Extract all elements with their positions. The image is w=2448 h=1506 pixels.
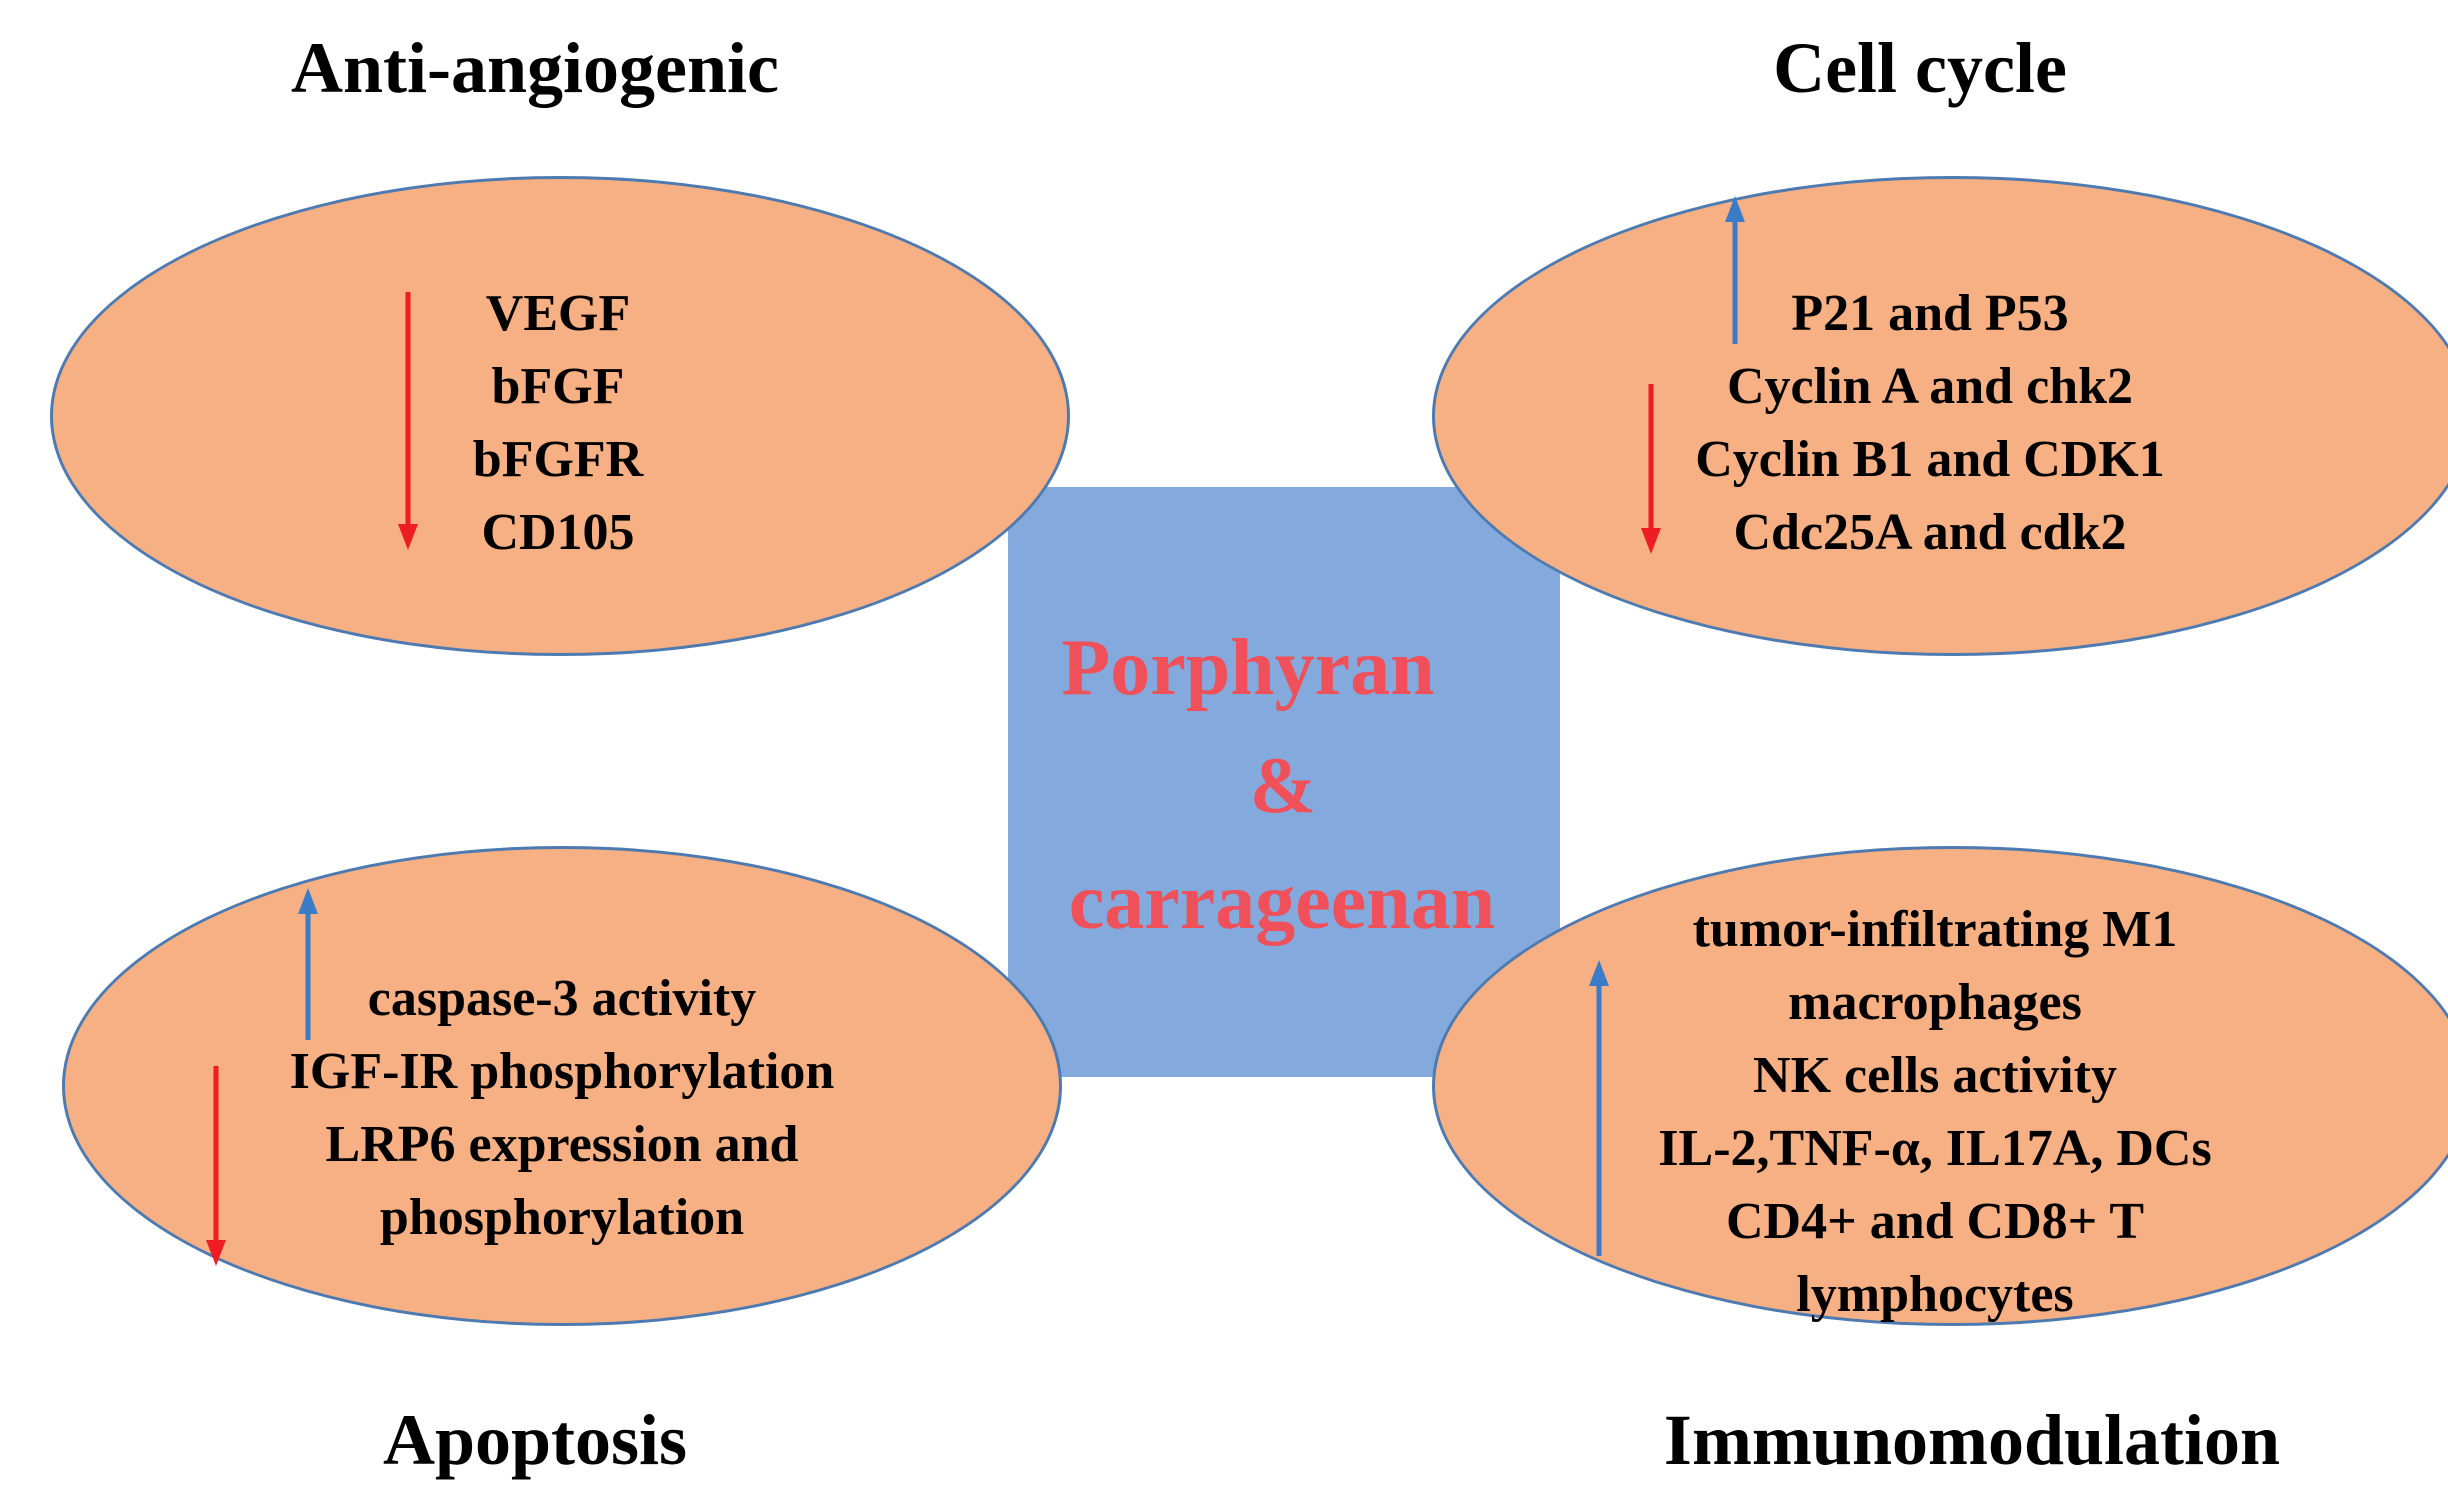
anti-angiogenic-item: CD105 bbox=[481, 504, 635, 561]
immunomodulation-item: tumor-infiltrating M1 bbox=[1692, 901, 2178, 958]
cell-cycle-item: Cdc25A and cdk2 bbox=[1733, 504, 2127, 561]
anti-angiogenic-item: bFGFR bbox=[472, 431, 644, 488]
center-box bbox=[1008, 487, 1560, 1077]
apoptosis-heading: Apoptosis bbox=[382, 1400, 688, 1480]
immunomodulation-item: lymphocytes bbox=[1796, 1266, 2074, 1323]
cell-cycle-ellipse bbox=[1432, 176, 2448, 656]
center-title-ampersand: & bbox=[1249, 742, 1317, 830]
immunomodulation-item: macrophages bbox=[1788, 974, 2082, 1031]
immunomodulation-item: CD4+ and CD8+ T bbox=[1725, 1193, 2145, 1250]
cell-cycle-heading: Cell cycle bbox=[1773, 28, 2067, 108]
cell-cycle-item: Cyclin A and chk2 bbox=[1726, 358, 2134, 415]
anti-angiogenic-ellipse bbox=[50, 176, 1070, 656]
apoptosis-item: IGF-IR phosphorylation bbox=[289, 1043, 835, 1100]
cell-cycle-item: P21 and P53 bbox=[1791, 285, 2069, 342]
anti-angiogenic-item: VEGF bbox=[485, 285, 631, 342]
apoptosis-item: LRP6 expression and bbox=[325, 1116, 799, 1173]
apoptosis-item: caspase-3 activity bbox=[367, 970, 757, 1027]
immunomodulation-heading: Immunomodulation bbox=[1663, 1400, 2281, 1480]
cell-cycle-item: Cyclin B1 and CDK1 bbox=[1695, 431, 2165, 488]
anti-angiogenic-item: bFGF bbox=[491, 358, 625, 415]
anti-angiogenic-heading: Anti-angiogenic bbox=[290, 28, 780, 108]
immunomodulation-item: NK cells activity bbox=[1753, 1047, 2117, 1104]
apoptosis-item: phosphorylation bbox=[379, 1189, 745, 1246]
immunomodulation-item: IL-2,TNF-α, IL17A, DCs bbox=[1658, 1120, 2212, 1177]
center-title-line-3: carrageenan bbox=[1068, 858, 1496, 946]
center-title-line-1: Porphyran bbox=[1061, 624, 1435, 712]
apoptosis-ellipse bbox=[62, 846, 1062, 1326]
